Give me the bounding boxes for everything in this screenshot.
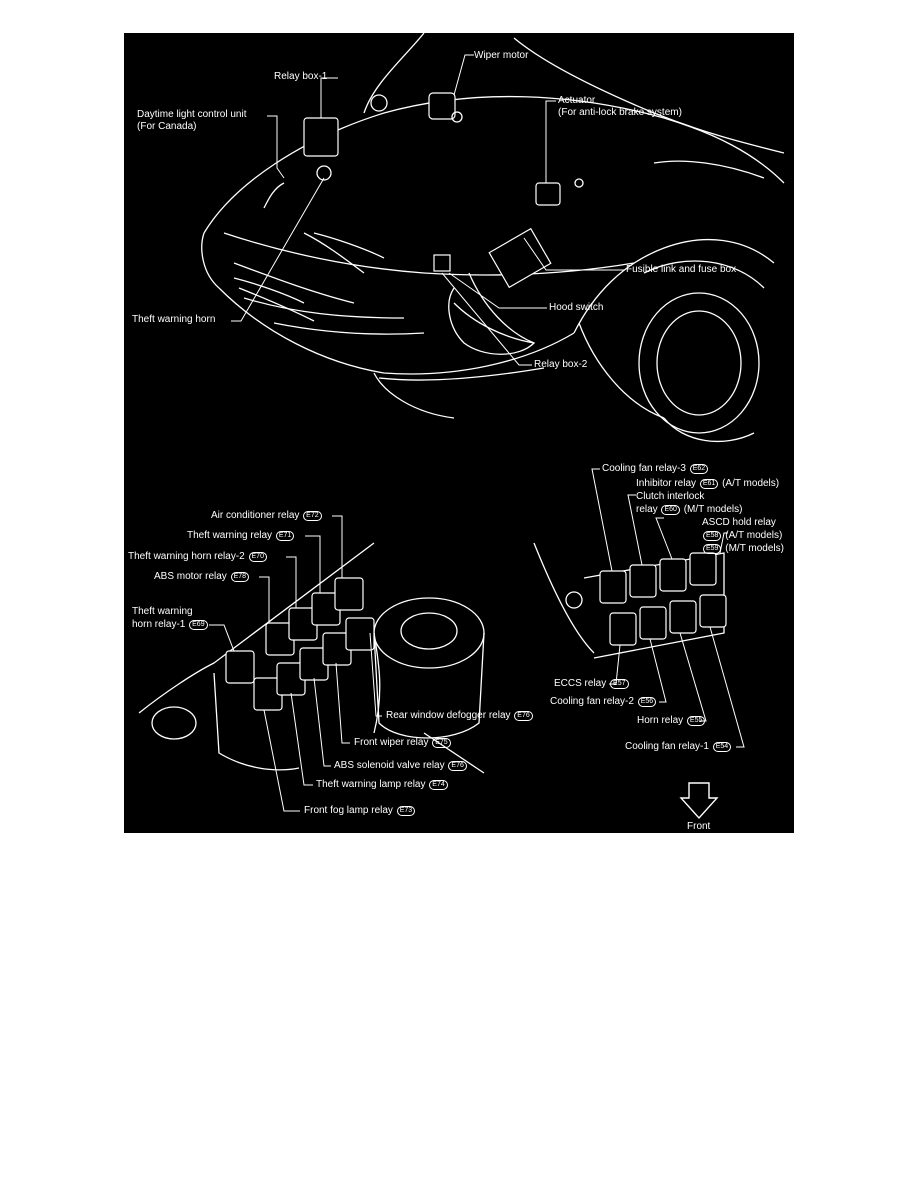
top-leader-lines [231,54,624,366]
label-cooling-fan-relay-3: Cooling fan relay-3 E62 [602,463,709,475]
label-clutch-interlock-relay: relay E60 (M/T models) [636,504,742,516]
diagram-artwork [138,33,785,820]
label-air-conditioner-relay: Air conditioner relay E72 [211,510,323,522]
connector-code-badge: E76 [448,761,467,771]
label-text: Rear window defogger relay [386,710,511,721]
label-text: Front fog lamp relay [304,805,393,816]
relay-block-right [533,542,727,659]
label-theft-warning-horn-relay-2: Theft warning horn relay-2 E70 [128,551,268,563]
label-inhibitor-relay: Inhibitor relay E61 (A/T models) [636,478,779,490]
label-ascd-hold-relay: ASCD hold relay [702,517,776,528]
label-abs-motor-relay: ABS motor relay E78 [154,571,250,583]
car-front-sketch [201,33,785,443]
connector-code-badge: E72 [303,511,322,521]
label-front-fog-lamp-relay: Front fog lamp relay E73 [304,805,416,817]
label-fusible-link-fuse-box: Fusible link and fuse box [626,264,737,275]
label-daytime-light-control-unit: Daytime light control unit [137,109,247,120]
label-note: (A/T models) [725,530,783,541]
label-text: Theft warning lamp relay [316,779,426,790]
label-theft-warning-relay: Theft warning relay E71 [187,530,295,542]
label-front-wiper-relay: Front wiper relay E75 [354,737,452,749]
label-cooling-fan-relay-1: Cooling fan relay-1 E54 [625,741,732,753]
label-note: (A/T models) [722,478,780,489]
label-ascd-at: E58 (A/T models) [702,530,782,542]
connector-code-badge: E62 [689,464,709,474]
connector-code-badge: E74 [429,780,448,790]
connector-code-badge: E73 [396,806,416,816]
label-abs-solenoid-valve-relay: ABS solenoid valve relay E76 [334,760,468,772]
label-front: Front [687,821,711,832]
label-note: (M/T models) [725,543,784,554]
connector-code-badge: E71 [275,531,295,541]
connector-code-badge: E59 [703,544,722,554]
label-actuator: Actuator [558,95,596,106]
label-daytime-light-for-canada: (For Canada) [137,121,197,132]
label-text: ECCS relay [554,678,607,689]
label-text: Theft warning horn relay-2 [128,551,245,562]
label-cooling-fan-relay-2: Cooling fan relay-2 E56 [550,696,657,708]
label-note: (M/T models) [683,504,743,515]
connector-code-badge: E76 [514,711,533,721]
label-text: relay [636,504,658,515]
label-horn-relay: Horn relay E55 [637,715,706,727]
connector-code-badge: E58 [703,531,722,541]
connector-code-badge: E70 [248,552,267,562]
label-relay-box-2: Relay box-2 [534,359,588,370]
label-text: Cooling fan relay-2 [550,696,634,707]
connector-code-badge: E69 [189,620,208,630]
label-ascd-mt: E59 (M/T models) [702,543,784,555]
label-text: ABS motor relay [154,571,227,582]
label-rear-window-defogger-relay: Rear window defogger relay E76 [386,710,534,722]
label-text: Cooling fan relay-1 [625,741,709,752]
label-actuator-abs: (For anti-lock brake system) [558,107,682,118]
relay-block-left [138,542,485,774]
label-eccs-relay: ECCS relay E57 [554,678,630,690]
label-theft-warning-lamp-relay: Theft warning lamp relay E74 [316,779,449,791]
label-theft-warning-horn-relay-1-line1: Theft warning [132,606,193,617]
connector-code-badge: E61 [699,479,719,489]
label-theft-warning-horn: Theft warning horn [132,314,216,325]
connector-code-badge: E54 [712,742,732,752]
left-leader-lines [209,515,382,812]
label-theft-warning-horn-relay-1-line2: horn relay-1 E69 [132,619,209,631]
label-wiper-motor: Wiper motor [474,50,529,61]
connector-code-badge: E55 [686,716,706,726]
label-text: ABS solenoid valve relay [334,760,445,771]
connector-code-badge: E75 [432,738,451,748]
label-text: horn relay-1 [132,619,186,630]
connector-code-badge: E78 [230,572,250,582]
connector-code-badge: E60 [661,505,680,515]
connector-code-badge: E56 [637,697,657,707]
connector-code-badge: E57 [610,679,629,689]
label-text: Inhibitor relay [636,478,697,489]
label-hood-switch: Hood switch [549,302,604,313]
label-text: Theft warning relay [187,530,273,541]
label-text: Cooling fan relay-3 [602,463,686,474]
right-leader-lines [591,468,745,748]
label-relay-box-1: Relay box-1 [274,71,328,82]
label-text: Air conditioner relay [211,510,300,521]
label-text: Front wiper relay [354,737,429,748]
label-text: Horn relay [637,715,684,726]
label-clutch-interlock: Clutch interlock [636,491,705,502]
component-location-diagram: Wiper motor Relay box-1 Daytime light co… [124,33,794,833]
front-arrow-icon [679,782,719,820]
